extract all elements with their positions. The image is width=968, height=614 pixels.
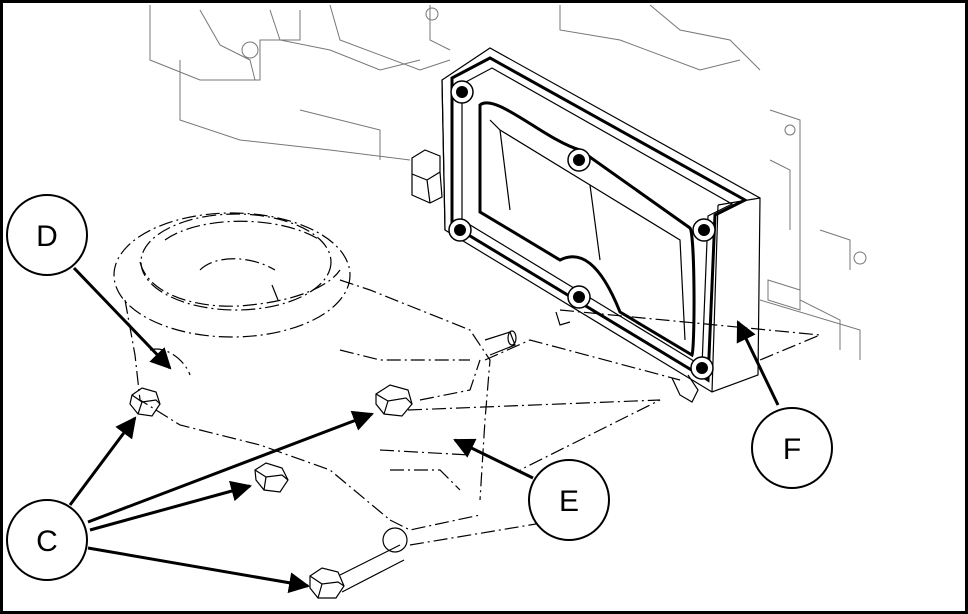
leader-f — [736, 320, 780, 406]
callout-d-label: D — [36, 220, 58, 253]
callout-d: D — [6, 194, 88, 276]
leader-e — [453, 438, 534, 480]
callout-leader-lines — [68, 266, 780, 594]
leader-d — [72, 266, 172, 370]
callout-e-label: E — [559, 485, 579, 518]
leader-c-4 — [87, 546, 311, 594]
background-frame-structure — [149, 4, 867, 360]
leader-c-2 — [87, 410, 374, 524]
callout-f-label: F — [783, 433, 801, 466]
housing-component — [113, 212, 517, 553]
bolt-1-icon — [129, 387, 161, 417]
frame-mounting-bolt-icon — [411, 149, 443, 204]
callout-f: F — [751, 407, 833, 489]
alignment-lines — [407, 309, 821, 546]
bolt-3-icon — [254, 462, 289, 493]
bolt-4-icon — [309, 544, 405, 599]
leader-c-1 — [68, 416, 137, 506]
callout-c-label: C — [36, 525, 58, 558]
leader-c-3 — [89, 480, 253, 532]
callout-e: E — [528, 459, 610, 541]
callout-c: C — [6, 499, 88, 581]
bolt-2-icon — [375, 384, 413, 417]
mounting-plate-component — [441, 47, 761, 403]
plate-bolt-holes — [448, 80, 716, 380]
